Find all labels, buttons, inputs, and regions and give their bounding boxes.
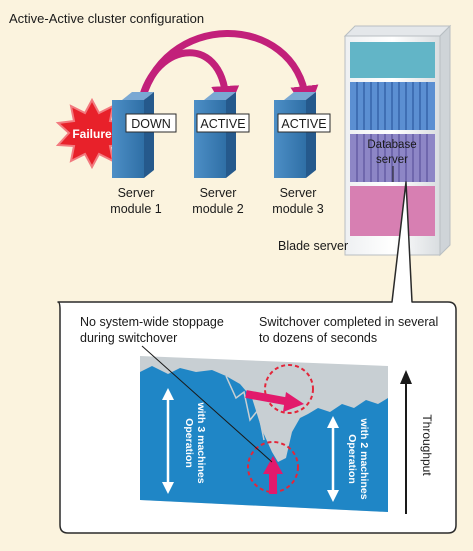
op3-label-line2: with 3 machines — [195, 401, 207, 483]
switchover-arrow — [283, 392, 304, 412]
note-no-stoppage-line2: during switchover — [80, 331, 177, 345]
blade-module-pink — [350, 186, 435, 236]
module-1-status: DOWN — [131, 117, 171, 131]
blade-server: Database server Blade server — [278, 24, 452, 257]
module-2-name-line1: Server — [200, 186, 237, 200]
status-badge-active — [196, 113, 250, 133]
server-module-3: ACTIVE Server module 3 — [272, 92, 331, 216]
failover-arcs — [136, 30, 319, 114]
database-server-label-line1: Database — [367, 139, 416, 151]
module-2-name-line2: module 2 — [192, 202, 243, 216]
status-badge-active — [277, 113, 331, 133]
throughput-axis: Throughput — [400, 370, 434, 514]
module-3-status: ACTIVE — [281, 117, 326, 131]
blade-module-teal — [350, 42, 435, 78]
op3-range-arrow — [162, 388, 174, 494]
module-1-name-line1: Server — [118, 186, 155, 200]
switchover-circle — [264, 364, 314, 414]
diagram-title: Active-Active cluster configuration — [9, 11, 204, 26]
op2-label-line2: with 2 machines — [358, 417, 370, 499]
server-module-2: ACTIVE Server module 2 — [192, 92, 250, 216]
op3-label-line1: Operation — [183, 418, 195, 468]
module-3-name-line1: Server — [280, 186, 317, 200]
throughput-label: Throughput — [420, 414, 434, 476]
status-badge-down — [125, 113, 177, 133]
blade-module-blue — [350, 82, 435, 130]
note-switchover-line1: Switchover completed in several — [259, 315, 438, 329]
failure-label: Failure — [72, 127, 112, 141]
op2-label-line1: Operation — [346, 434, 358, 484]
note-no-stoppage-line1: No system-wide stoppage — [80, 315, 224, 329]
throughput-chart: Operation with 3 machines Operation with… — [140, 356, 388, 512]
no-stoppage-arrow — [263, 456, 283, 474]
module-2-status: ACTIVE — [200, 117, 245, 131]
note-switchover-line2: to dozens of seconds — [259, 331, 377, 345]
module-1-name-line2: module 1 — [110, 202, 161, 216]
no-stoppage-circle — [247, 441, 299, 493]
op2-range-arrow — [327, 416, 339, 502]
blade-server-label: Blade server — [278, 239, 348, 253]
database-server-label-line2: server — [376, 154, 408, 166]
note-leader-line — [141, 345, 273, 463]
server-module-1: DOWN Server module 1 — [110, 92, 177, 216]
module-3-name-line2: module 3 — [272, 202, 323, 216]
